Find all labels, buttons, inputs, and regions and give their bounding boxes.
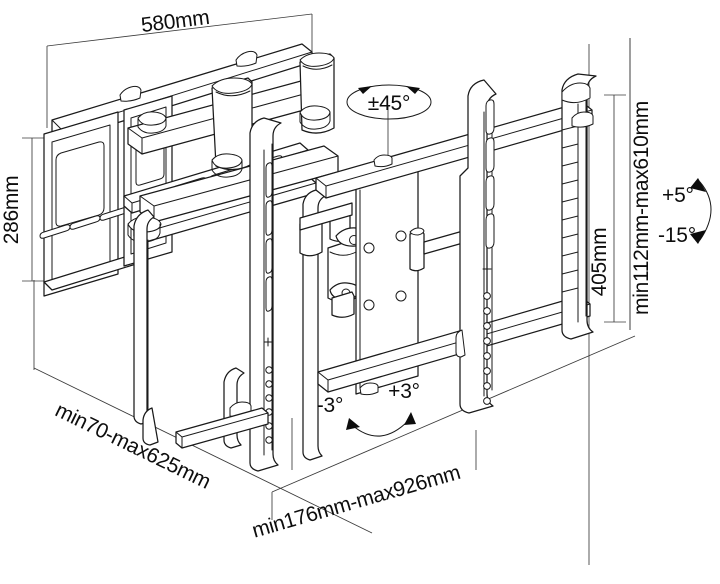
- tv-bracket-arms: [455, 73, 597, 414]
- dimension-lines: [22, 13, 636, 565]
- tilt-down-label: -15°: [658, 224, 696, 247]
- height-dimension-label: 286mm: [0, 176, 23, 245]
- tilt-angle-annotation: +5° -15°: [658, 178, 712, 247]
- vertical-posts: [133, 117, 326, 472]
- roll-left-label: -3°: [317, 394, 343, 417]
- vertical-adjust-label: min112mm-max610mm: [630, 101, 653, 315]
- roll-right-label: +3°: [388, 380, 420, 403]
- tilt-up-label: +5°: [662, 184, 694, 207]
- swivel-angle-label: ±45°: [368, 92, 410, 115]
- lower-crossbar: [142, 407, 269, 449]
- swivel-angle-annotation: ±45°: [346, 84, 432, 120]
- center-mounting-plate: [355, 106, 425, 395]
- extension-arms: [127, 52, 339, 243]
- panel-height-label: 405mm: [588, 228, 611, 297]
- roll-angle-annotation: -3° +3°: [317, 380, 420, 437]
